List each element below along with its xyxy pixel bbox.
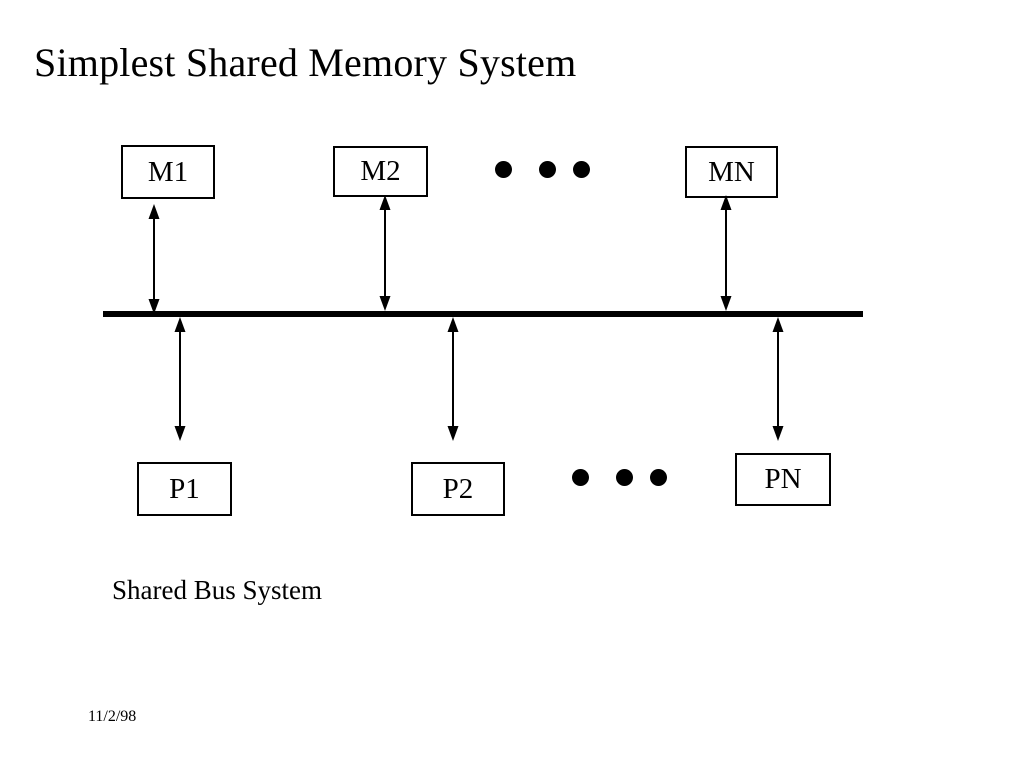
ellipsis-spacer — [589, 477, 616, 478]
diagram-caption: Shared Bus System — [112, 575, 323, 605]
slide-date: 11/2/98 — [88, 708, 137, 725]
memory-node-m1-label: M1 — [147, 155, 189, 188]
memory-node-m2[interactable]: M2 — [333, 146, 428, 197]
ellipsis-dot-icon — [616, 469, 633, 486]
processor-ellipsis-icon — [572, 469, 667, 486]
connector-bus-p1-arrow — [167, 316, 193, 442]
ellipsis-spacer — [633, 477, 650, 478]
page-title: Simplest Shared Memory System — [34, 40, 577, 85]
connector-bus-pn-arrow — [765, 316, 791, 442]
memory-node-mn-label: MN — [708, 155, 755, 188]
processor-node-p2-label: P2 — [442, 472, 474, 505]
ellipsis-spacer — [556, 169, 573, 170]
memory-ellipsis-icon — [495, 161, 590, 178]
ellipsis-dot-icon — [650, 469, 667, 486]
processor-node-pn[interactable]: PN — [735, 453, 831, 506]
ellipsis-dot-icon — [572, 469, 589, 486]
shared-bus-line — [103, 311, 863, 317]
connector-m2-bus-arrow — [372, 194, 398, 312]
ellipsis-dot-icon — [495, 161, 512, 178]
processor-node-p2[interactable]: P2 — [411, 462, 505, 516]
connector-bus-p2-arrow — [440, 316, 466, 442]
memory-node-mn[interactable]: MN — [685, 146, 778, 198]
memory-node-m1[interactable]: M1 — [121, 145, 215, 199]
processor-node-p1[interactable]: P1 — [137, 462, 232, 516]
processor-node-pn-label: PN — [764, 463, 802, 495]
ellipsis-dot-icon — [539, 161, 556, 178]
connector-mn-bus-arrow — [713, 194, 739, 312]
connector-m1-bus-arrow — [141, 203, 167, 315]
ellipsis-spacer — [512, 169, 539, 170]
ellipsis-dot-icon — [573, 161, 590, 178]
memory-node-m2-label: M2 — [360, 155, 401, 187]
processor-node-p1-label: P1 — [169, 472, 200, 505]
